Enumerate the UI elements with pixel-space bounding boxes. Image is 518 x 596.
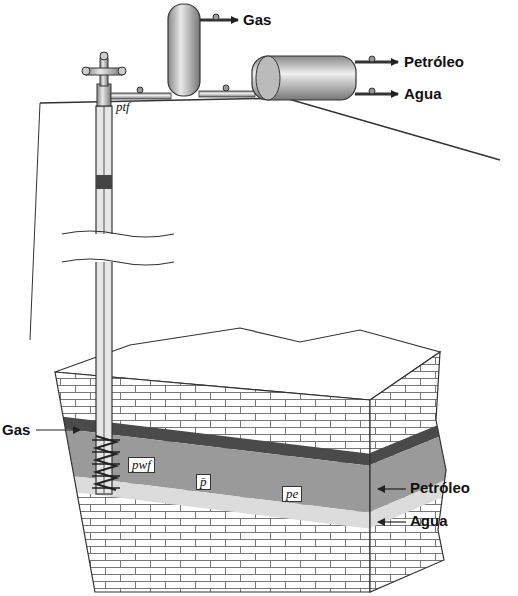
outlet-label: Agua (404, 86, 442, 103)
layer-label: Agua (410, 513, 448, 530)
outlet-label: Gas (243, 12, 271, 29)
layer-label: Petróleo (410, 480, 470, 497)
pressure-symbol: pwf (128, 457, 155, 473)
pressure-symbol: p̄ (196, 474, 211, 490)
pressure-symbol: ptf (116, 100, 130, 114)
pressure-symbol: pe (282, 486, 302, 502)
layer-label: Gas (2, 422, 30, 439)
outlet-label: Petróleo (404, 54, 464, 71)
